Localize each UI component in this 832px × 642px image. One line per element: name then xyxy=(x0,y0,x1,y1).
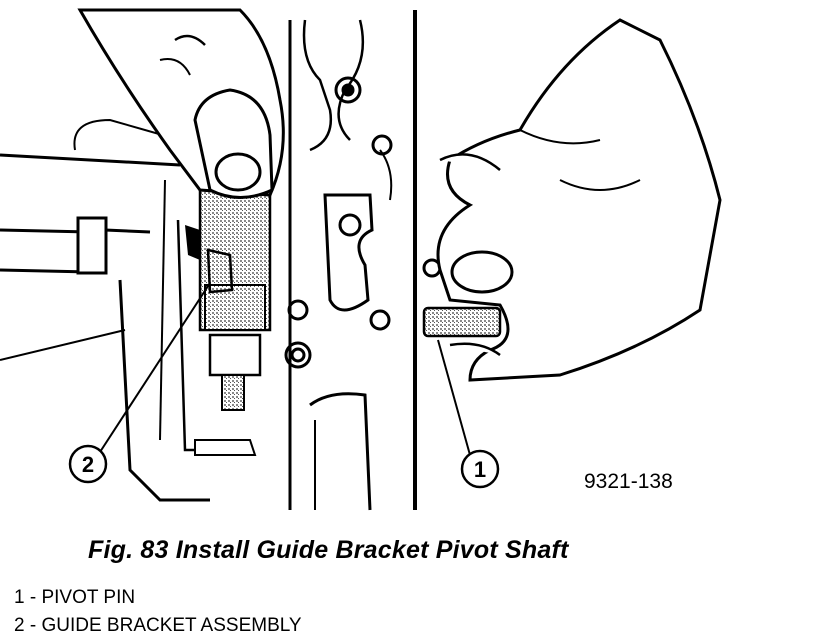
callout-2: 2 xyxy=(68,444,108,484)
figure-caption: Fig. 83 Install Guide Bracket Pivot Shaf… xyxy=(88,536,569,564)
legend-item-number: 2 xyxy=(14,615,25,636)
technical-illustration: 2 1 xyxy=(0,8,722,511)
legend-item-number: 1 xyxy=(14,587,25,608)
leader-lines xyxy=(99,282,471,456)
legend-item-label: GUIDE BRACKET ASSEMBLY xyxy=(41,615,302,636)
callout-legend: 1 - PIVOT PIN 2 - GUIDE BRACKET ASSEMBLY xyxy=(14,584,302,640)
legend-item: 1 - PIVOT PIN xyxy=(14,587,136,608)
figure-code: 9321-138 xyxy=(584,470,673,493)
callout-1: 1 xyxy=(460,449,500,489)
callout-2-number: 2 xyxy=(82,452,94,477)
left-hand xyxy=(77,8,285,199)
valve-body xyxy=(284,10,442,511)
guide-bracket xyxy=(185,188,272,456)
legend-item-label: PIVOT PIN xyxy=(41,587,136,608)
pivot-pin xyxy=(422,306,502,338)
right-hand xyxy=(436,18,722,382)
legend-item: 2 - GUIDE BRACKET ASSEMBLY xyxy=(14,615,302,636)
callout-1-number: 1 xyxy=(474,457,486,482)
